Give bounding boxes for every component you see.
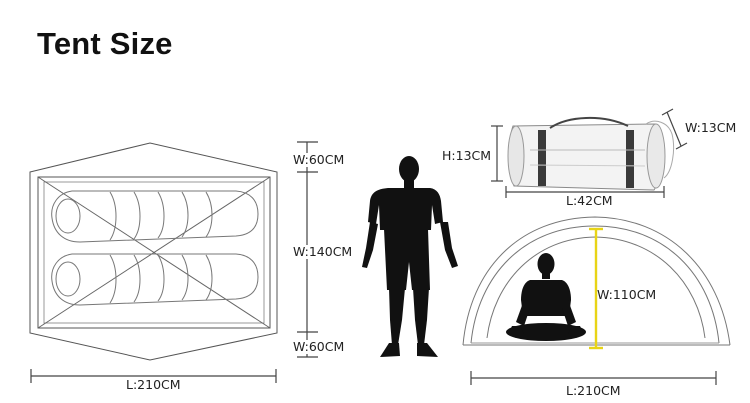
dome-length-label: L:210CM (566, 383, 621, 398)
page-title: Tent Size (37, 26, 173, 61)
floor-width-middle-label: W:140CM (293, 244, 353, 259)
floor-width-top-label: W:60CM (293, 152, 345, 167)
floor-length-dimension-line (30, 369, 277, 383)
sitting-person-silhouette (506, 253, 586, 341)
bag-width-label: W:13CM (685, 120, 737, 135)
dome-length-dimension-line (470, 371, 717, 385)
packed-tent-bag (507, 117, 675, 191)
bag-dimension-lines (491, 108, 688, 198)
dome-height-label: W:110CM (597, 287, 657, 302)
floor-length-label: L:210CM (126, 377, 181, 392)
bag-length-label: L:42CM (566, 193, 613, 208)
bag-height-label: H:13CM (442, 148, 492, 163)
floor-width-bottom-label: W:60CM (293, 339, 345, 354)
tent-floor-plan (29, 142, 278, 361)
dome-height-line (589, 227, 603, 350)
standing-person-silhouette (362, 156, 458, 357)
sleeping-bags (51, 190, 259, 306)
